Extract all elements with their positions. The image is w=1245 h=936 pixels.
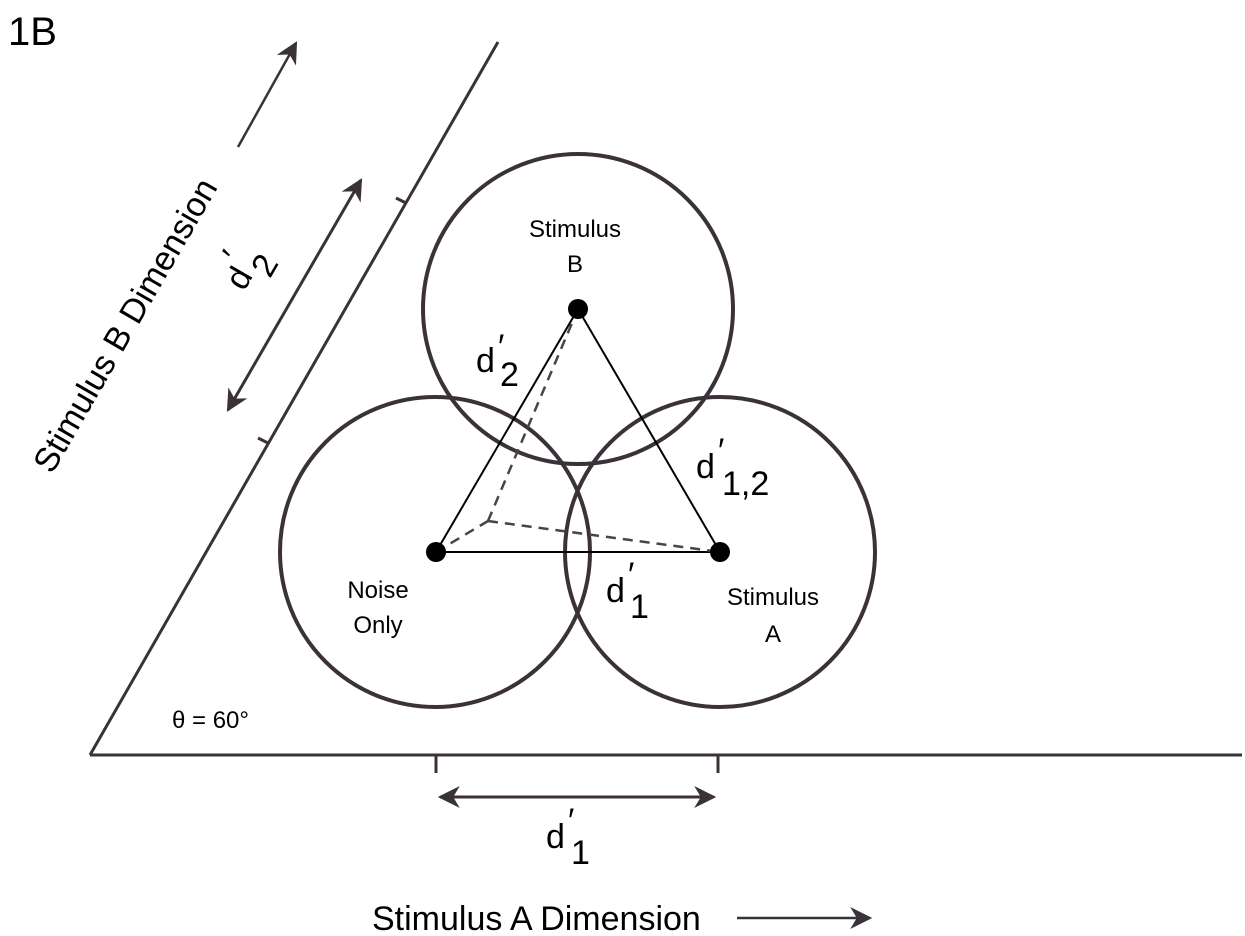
stimulus-b-label-line2: B: [567, 251, 583, 278]
stimulus-a-label-line2: A: [765, 621, 781, 648]
d1-axis-label: d ′ 1: [546, 802, 590, 872]
noise-only-point: [426, 542, 446, 562]
d12-distance-line: [577, 308, 721, 553]
dashed-line-vertex-to-stimulus-b: [486, 308, 580, 522]
svg-text:d: d: [696, 448, 715, 486]
stimulus-b-label-line1: Stimulus: [529, 216, 621, 243]
svg-text:′: ′: [498, 328, 504, 366]
d2-axis-label: d ′ 2: [215, 244, 286, 296]
noise-only-label-line1: Noise: [347, 577, 408, 604]
svg-text:′: ′: [718, 432, 724, 470]
stimulus-b-point: [568, 299, 588, 319]
d12-label: d ′ 1,2: [696, 432, 769, 503]
svg-text:d: d: [546, 818, 565, 856]
svg-text:d: d: [606, 572, 625, 610]
svg-text:′: ′: [628, 556, 634, 594]
x-axis-label: Stimulus A Dimension: [372, 900, 701, 936]
y-axis-tick-stimulus-b: [395, 196, 407, 205]
y-axis-direction-arrow: [236, 41, 298, 148]
d2-inner-label: d ′ 2: [476, 328, 519, 394]
svg-text:1: 1: [571, 834, 590, 872]
y-axis-label: Stimulus B Dimension: [26, 172, 225, 479]
angle-label: θ = 60°: [172, 707, 249, 734]
svg-text:1,2: 1,2: [722, 465, 769, 503]
stimulus-a-label-line1: Stimulus: [727, 584, 819, 611]
y-axis-tick-noise: [257, 436, 269, 445]
noise-only-label-line2: Only: [353, 612, 402, 639]
svg-text:1: 1: [630, 588, 649, 626]
d2-distance-line: [435, 308, 579, 553]
svg-text:2: 2: [500, 356, 519, 394]
svg-text:′: ′: [568, 802, 574, 840]
dashed-line-vertex-to-stimulus-a: [487, 519, 721, 554]
stimulus-a-point: [710, 542, 730, 562]
stimulus-b-distribution-circle: [421, 152, 735, 466]
d1-inner-label: d ′ 1: [606, 556, 649, 626]
panel-label: 1B: [8, 10, 57, 54]
y-axis-d2-double-arrow: [226, 178, 363, 412]
svg-text:d: d: [476, 342, 495, 380]
